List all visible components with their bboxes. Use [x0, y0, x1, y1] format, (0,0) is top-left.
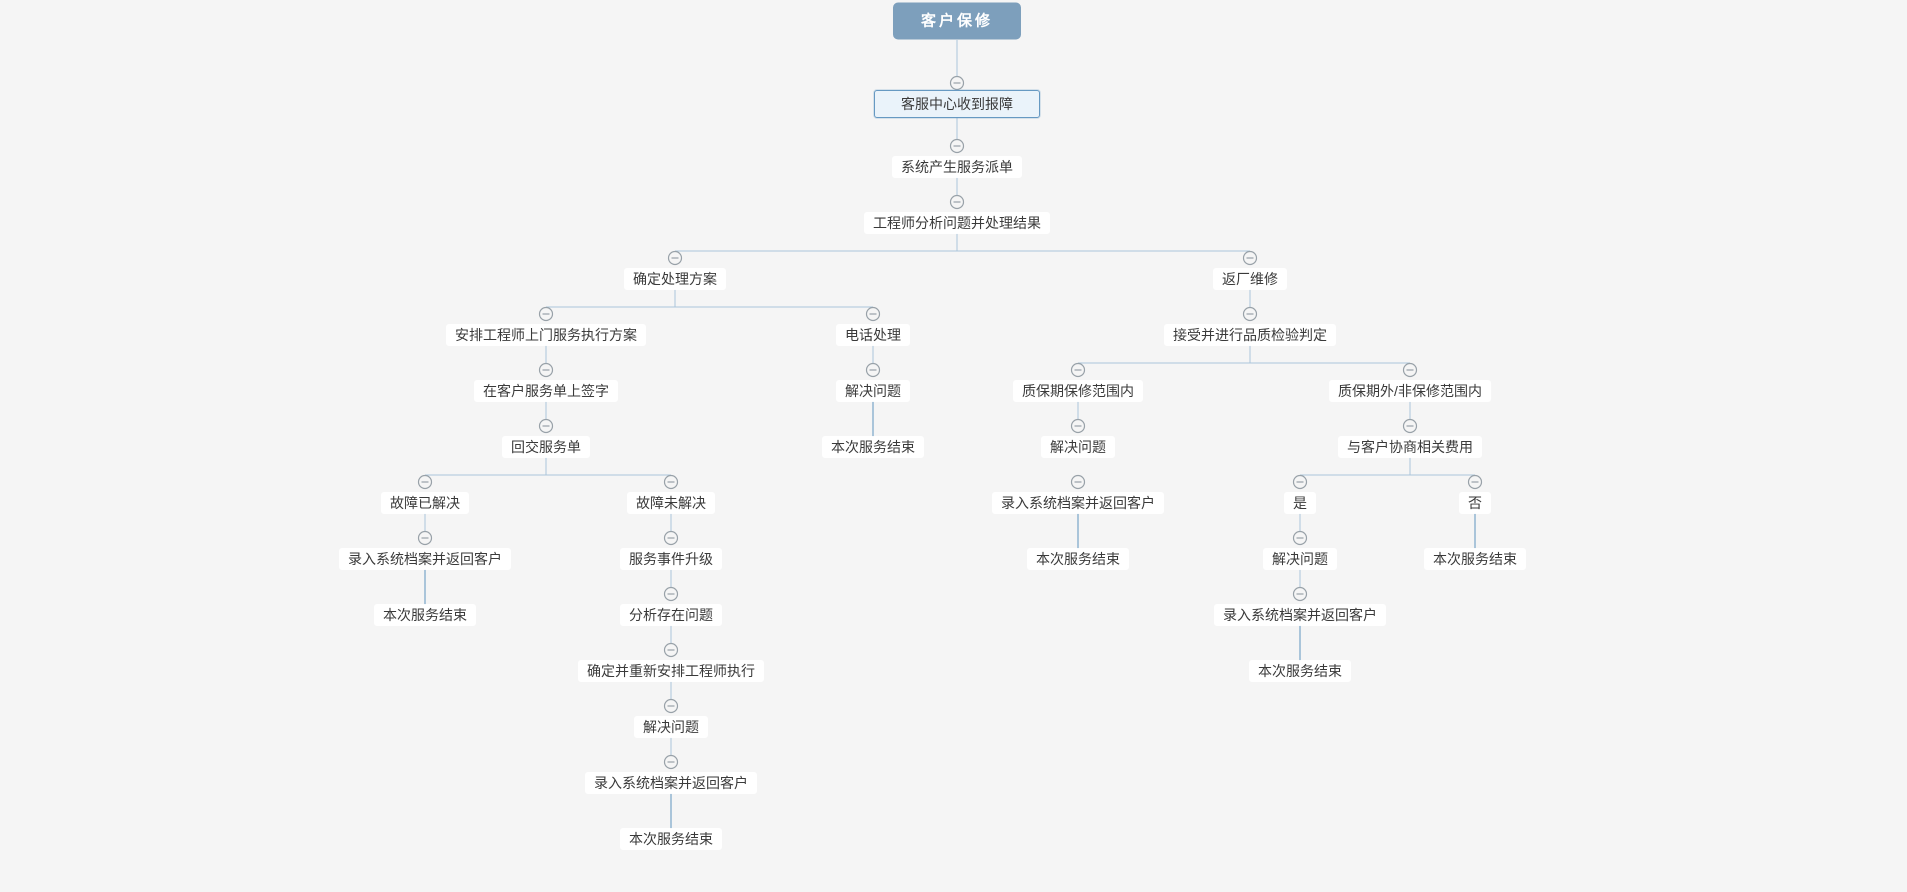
collapse-icon[interactable] [663, 586, 679, 602]
collapse-icon[interactable] [865, 362, 881, 378]
node-no[interactable]: 否 [1459, 492, 1491, 514]
node-solved-service-end[interactable]: 本次服务结束 [374, 604, 476, 626]
collapse-icon[interactable] [663, 642, 679, 658]
node-no-service-end[interactable]: 本次服务结束 [1424, 548, 1526, 570]
node-yes[interactable]: 是 [1284, 492, 1316, 514]
collapse-icon[interactable] [417, 530, 433, 546]
node-yes-solve-problem[interactable]: 解决问题 [1263, 548, 1337, 570]
collapse-icon[interactable] [1070, 474, 1086, 490]
collapse-icon[interactable] [538, 306, 554, 322]
collapse-icon[interactable] [663, 754, 679, 770]
node-fault-solved[interactable]: 故障已解决 [381, 492, 469, 514]
collapse-icon[interactable] [1292, 474, 1308, 490]
node-service-center-receive-report[interactable]: 客服中心收到报障 [874, 90, 1040, 118]
node-root-customer-warranty[interactable]: 客户保修 [892, 2, 1022, 40]
collapse-icon[interactable] [663, 698, 679, 714]
node-rearrange-engineer[interactable]: 确定并重新安排工程师执行 [578, 660, 764, 682]
collapse-icon[interactable] [1242, 250, 1258, 266]
collapse-icon[interactable] [663, 530, 679, 546]
node-system-generate-dispatch-order[interactable]: 系统产生服务派单 [892, 156, 1022, 178]
collapse-icon[interactable] [1070, 418, 1086, 434]
node-yes-record-archive[interactable]: 录入系统档案并返回客户 [1214, 604, 1386, 626]
node-arrange-onsite-service[interactable]: 安排工程师上门服务执行方案 [446, 324, 646, 346]
node-escalation-record-archive[interactable]: 录入系统档案并返回客户 [585, 772, 757, 794]
collapse-icon[interactable] [538, 418, 554, 434]
node-factory-repair[interactable]: 返厂维修 [1213, 268, 1287, 290]
node-accept-quality-inspection[interactable]: 接受并进行品质检验判定 [1164, 324, 1336, 346]
node-negotiate-fee[interactable]: 与客户协商相关费用 [1338, 436, 1482, 458]
collapse-icon[interactable] [663, 474, 679, 490]
node-phone-handling[interactable]: 电话处理 [836, 324, 910, 346]
node-phone-solve-problem[interactable]: 解决问题 [836, 380, 910, 402]
collapse-icon[interactable] [1242, 306, 1258, 322]
node-warranty-record-archive[interactable]: 录入系统档案并返回客户 [992, 492, 1164, 514]
node-return-service-sheet[interactable]: 回交服务单 [502, 436, 590, 458]
node-escalation-service-end[interactable]: 本次服务结束 [620, 828, 722, 850]
collapse-icon[interactable] [1402, 418, 1418, 434]
node-yes-service-end[interactable]: 本次服务结束 [1249, 660, 1351, 682]
collapse-icon[interactable] [1292, 586, 1308, 602]
collapse-icon[interactable] [1070, 362, 1086, 378]
node-analyze-existing-issue[interactable]: 分析存在问题 [620, 604, 722, 626]
node-solved-record-archive[interactable]: 录入系统档案并返回客户 [339, 548, 511, 570]
collapse-icon[interactable] [1292, 530, 1308, 546]
node-in-warranty-scope[interactable]: 质保期保修范围内 [1013, 380, 1143, 402]
node-warranty-solve-problem[interactable]: 解决问题 [1041, 436, 1115, 458]
node-service-escalation[interactable]: 服务事件升级 [620, 548, 722, 570]
collapse-icon[interactable] [949, 194, 965, 210]
node-phone-service-end[interactable]: 本次服务结束 [822, 436, 924, 458]
node-warranty-service-end[interactable]: 本次服务结束 [1027, 548, 1129, 570]
collapse-icon[interactable] [949, 75, 965, 91]
node-out-of-warranty-scope[interactable]: 质保期外/非保修范围内 [1329, 380, 1491, 402]
collapse-icon[interactable] [1402, 362, 1418, 378]
collapse-icon[interactable] [949, 138, 965, 154]
node-escalation-solve-problem[interactable]: 解决问题 [634, 716, 708, 738]
collapse-icon[interactable] [417, 474, 433, 490]
collapse-icon[interactable] [865, 306, 881, 322]
node-engineer-analyze-result[interactable]: 工程师分析问题并处理结果 [864, 212, 1050, 234]
collapse-icon[interactable] [1467, 474, 1483, 490]
collapse-icon[interactable] [667, 250, 683, 266]
node-fault-unsolved[interactable]: 故障未解决 [627, 492, 715, 514]
node-sign-service-sheet[interactable]: 在客户服务单上签字 [474, 380, 618, 402]
node-determine-plan[interactable]: 确定处理方案 [624, 268, 726, 290]
collapse-icon[interactable] [538, 362, 554, 378]
